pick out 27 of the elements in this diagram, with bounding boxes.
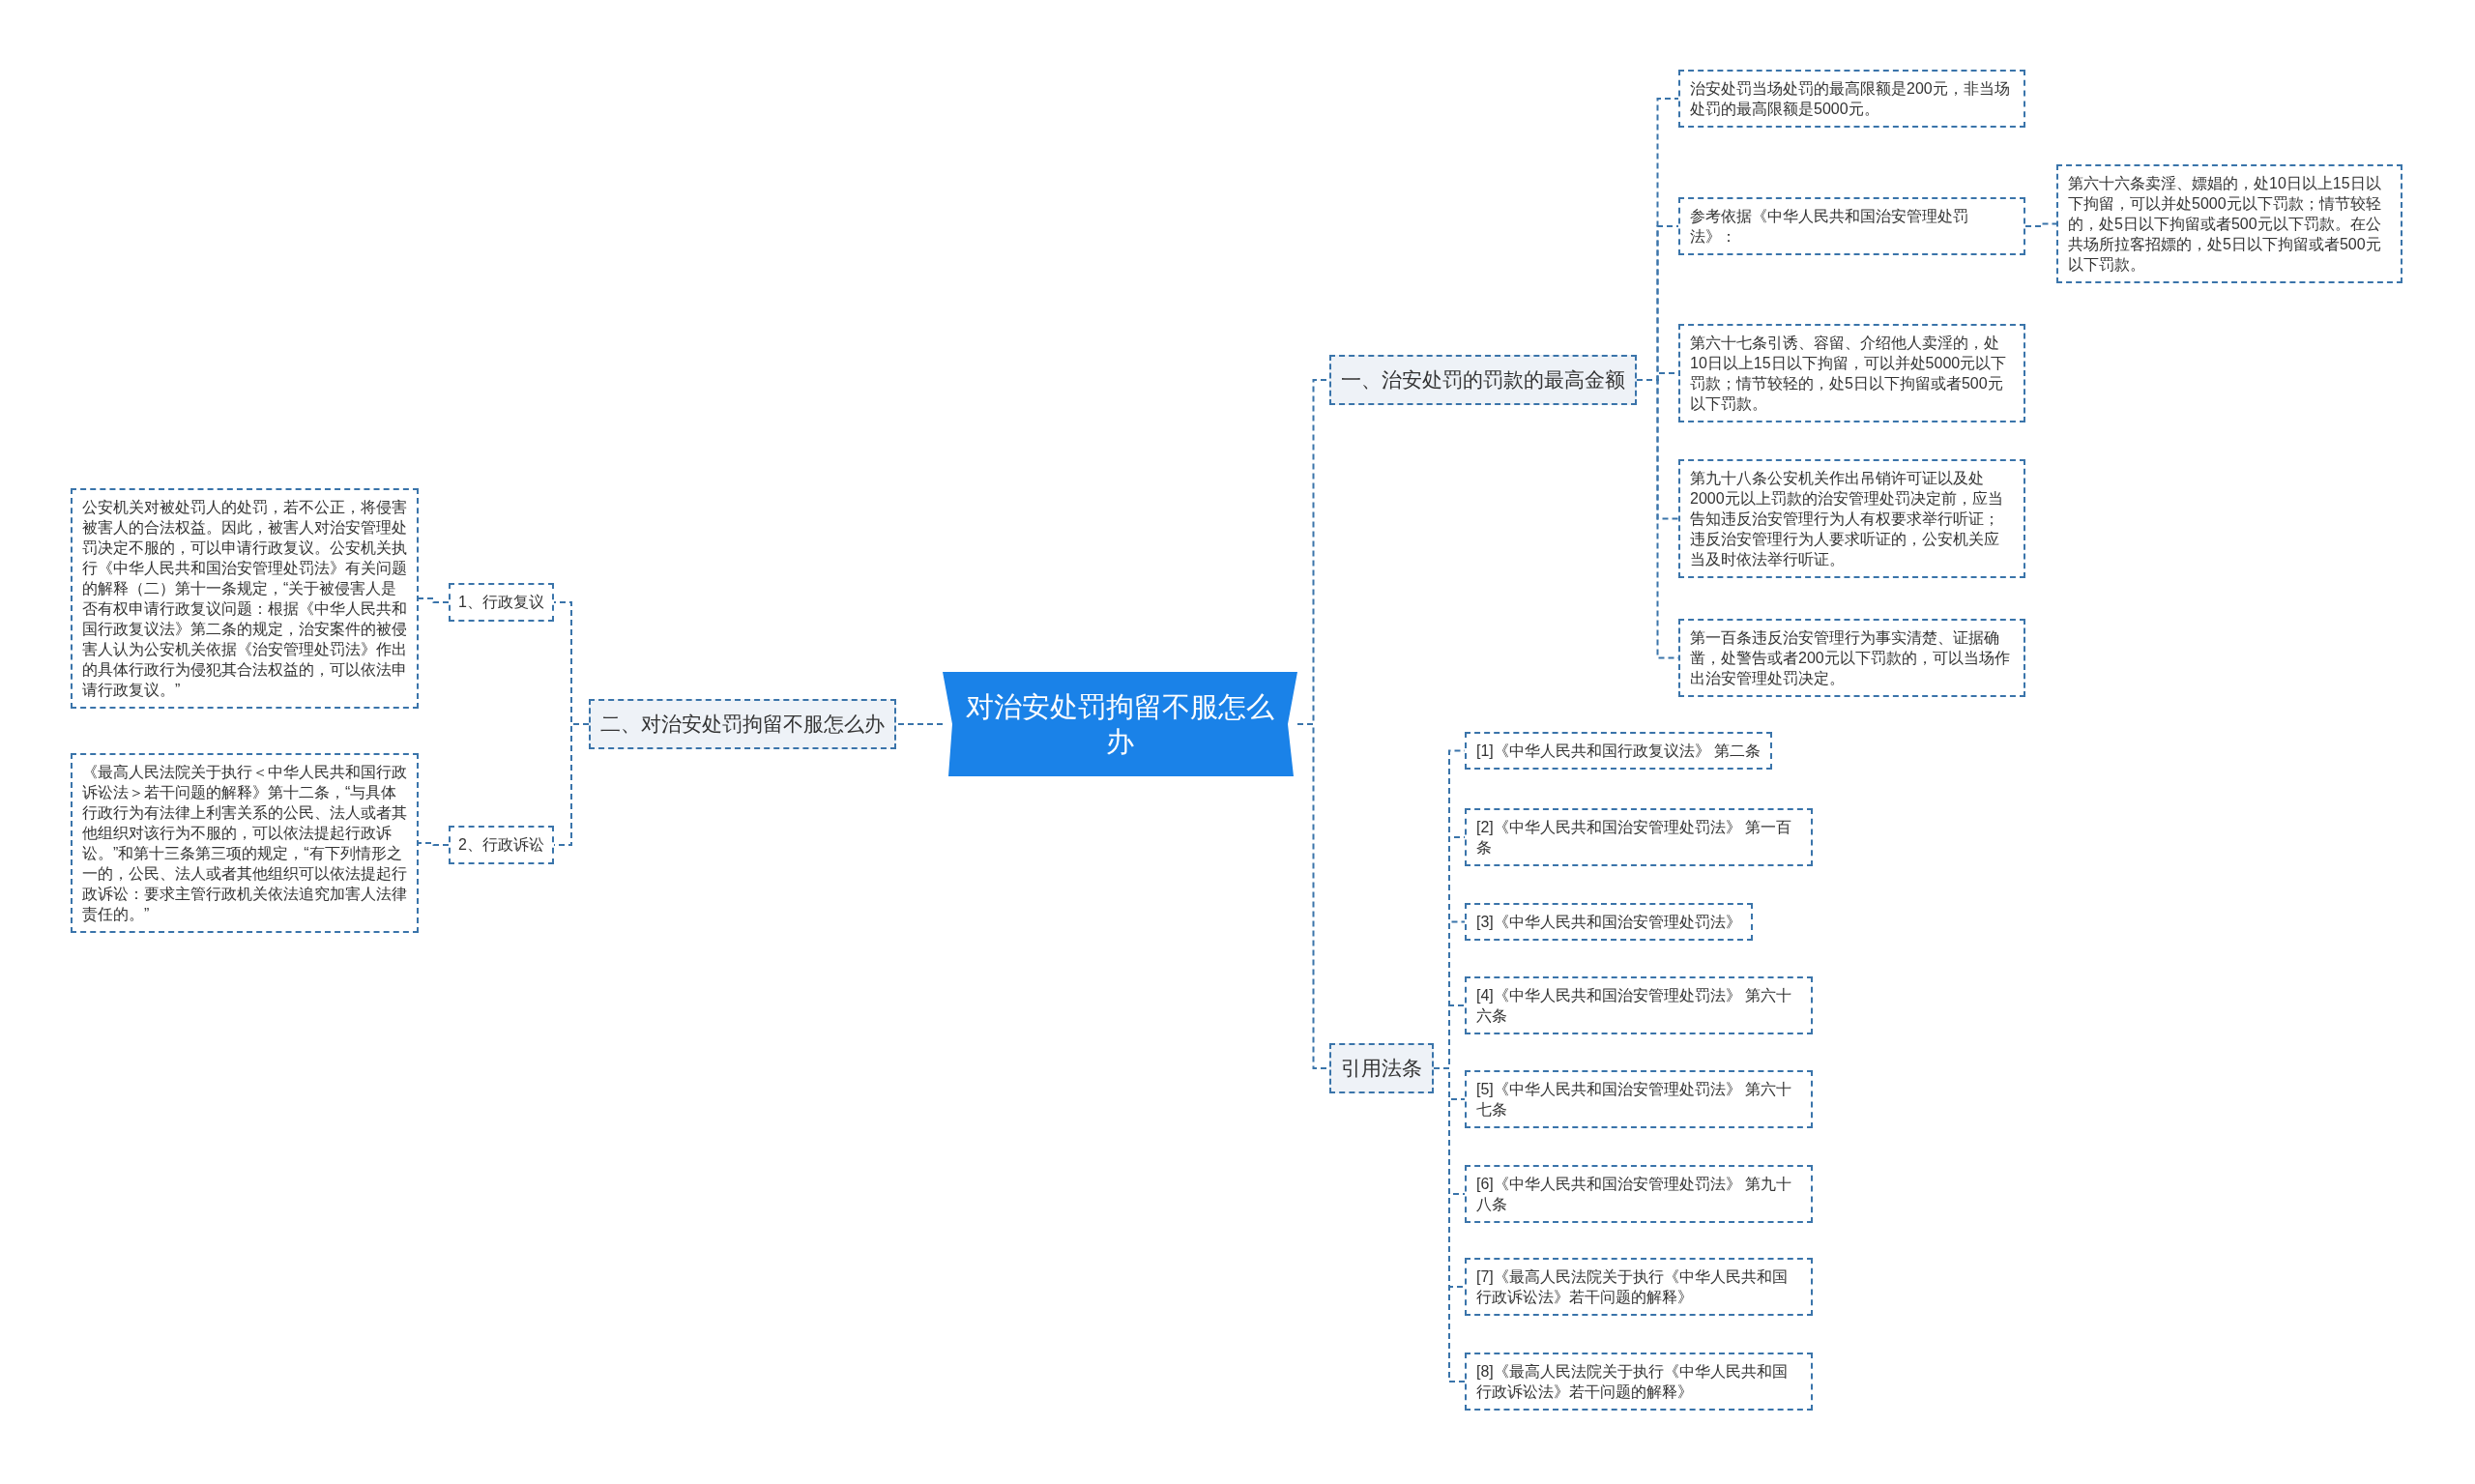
note-box: [2]《中华人民共和国治安管理处罚法》 第一百条 <box>1465 808 1813 866</box>
note-box: [1]《中华人民共和国行政复议法》 第二条 <box>1465 732 1773 770</box>
connector-line <box>418 842 450 846</box>
connector-line <box>2024 222 2057 227</box>
note-box: 公安机关对被处罚人的处罚，若不公正，将侵害被害人的合法权益。因此，被害人对治安管理处罚决定不服的，可以申请行政复议。公安机关执行《中华人民共和国治安管理处罚法》有关问题的解释（二）第十一条规定，“关于被侵害人是否有权申请行政复议问题：根据《中华人民共和国行政复议法》第二条的规定，治安案件的被侵害人认为公安机关依据《治安管理处罚法》作出的具体行政行为侵犯其合法权益的，可以依法申请行政复议。” <box>71 488 419 709</box>
note-box: 第六十六条卖淫、嫖娼的，处10日以上15日以下拘留，可以并处5000元以下罚款；情节较轻的，处5日以下拘留或者500元以下罚款。在公共场所拉客招嫖的，处5日以下拘留或者500元以下罚款。 <box>2056 164 2402 283</box>
connector-line <box>1433 1067 1466 1382</box>
note-box: 《最高人民法院关于执行＜中华人民共和国行政诉讼法＞若干问题的解释》第十二条，“与具体行政行为有法律上利害关系的公民、法人或者其他组织对该行为不服的，可以依法提起行政诉讼。”和第十三条第三项的规定，“有下列情形之一的，公民、法人或者其他组织可以依法提起行政诉讼：要求主管行政机关依法追究加害人法律责任的。” <box>71 753 419 933</box>
note-box: 治安处罚当场处罚的最高限额是200元，非当场处罚的最高限额是5000元。 <box>1678 70 2025 128</box>
note-box: [7]《最高人民法院关于执行《中华人民共和国行政诉讼法》若干问题的解释》 <box>1465 1258 1813 1316</box>
note-box: [3]《中华人民共和国治安管理处罚法》 <box>1465 903 1753 941</box>
central-topic: 对治安处罚拘留不服怎么办 <box>943 672 1297 776</box>
topic-box: 二、对治安处罚拘留不服怎么办 <box>589 699 896 749</box>
note-box: 参考依据《中华人民共和国治安管理处罚法》： <box>1678 197 2025 255</box>
note-box: 第九十八条公安机关作出吊销许可证以及处2000元以上罚款的治安管理处罚决定前，应当告知违反治安管理行为人有权要求举行听证；违反治安管理行为人要求听证的，公安机关应当及时依法举行听证。 <box>1678 459 2025 578</box>
note-box: 第六十七条引诱、容留、介绍他人卖淫的，处10日以上15日以下拘留，可以并处5000元以下罚款；情节较轻的，处5日以下拘留或者500元以下罚款。 <box>1678 324 2025 422</box>
topic-box: 一、治安处罚的罚款的最高金额 <box>1329 355 1637 405</box>
subtopic-box: 2、行政诉讼 <box>449 826 554 864</box>
note-box: [5]《中华人民共和国治安管理处罚法》 第六十七条 <box>1465 1070 1813 1128</box>
note-box: [6]《中华人民共和国治安管理处罚法》 第九十八条 <box>1465 1165 1813 1223</box>
note-box: 第一百条违反治安管理行为事实清楚、证据确凿，处警告或者200元以下罚款的，可以当场作出治安管理处罚决定。 <box>1678 619 2025 697</box>
connector-line <box>895 723 944 725</box>
note-box: [4]《中华人民共和国治安管理处罚法》 第六十六条 <box>1465 976 1813 1034</box>
subtopic-box: 1、行政复议 <box>449 583 554 622</box>
connector-line <box>418 597 450 603</box>
note-box: [8]《最高人民法院关于执行《中华人民共和国行政诉讼法》若干问题的解释》 <box>1465 1353 1813 1411</box>
topic-box: 引用法条 <box>1329 1043 1434 1093</box>
